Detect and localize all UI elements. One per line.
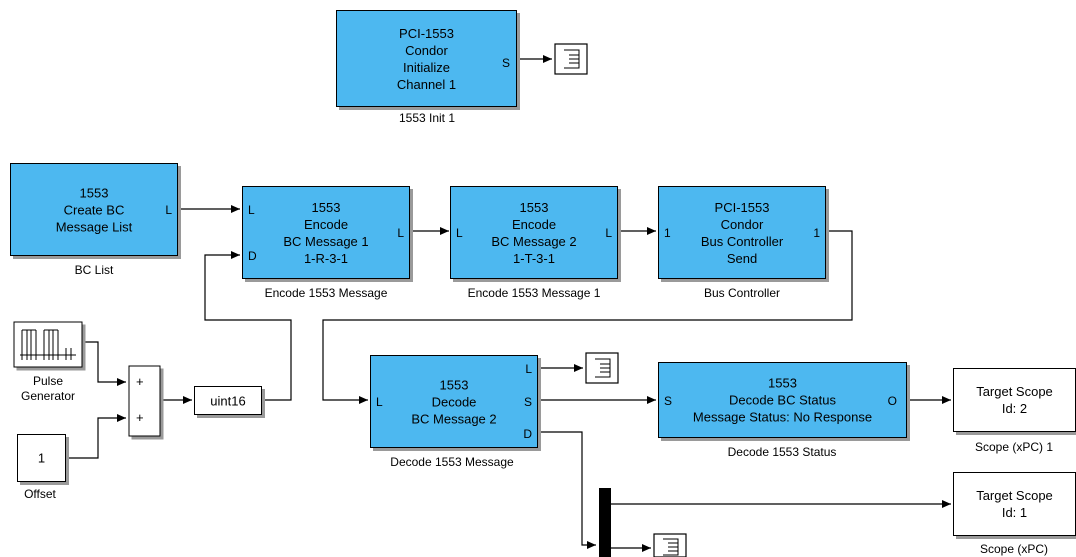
encode2-caption: Encode 1553 Message 1 <box>467 286 601 300</box>
wire-decode-d-to-mux <box>538 431 596 549</box>
wire-pulse-to-sum <box>82 341 126 386</box>
encode-message1-block[interactable]: 1553 Encode BC Message 1 1-R-3-1 L D L <box>242 186 410 279</box>
encode1-port-l-out: L <box>397 226 404 240</box>
decode-port-s: S <box>523 395 532 409</box>
bus-controller-block-text: PCI-1553 Condor Bus Controller Send <box>700 199 784 266</box>
encode-message2-block[interactable]: 1553 Encode BC Message 2 1-T-3-1 L L <box>450 186 618 279</box>
offset-constant-value: 1 <box>37 450 46 466</box>
encode2-block-text: 1553 Encode BC Message 2 1-T-3-1 <box>491 199 577 266</box>
sum-block[interactable] <box>128 365 161 437</box>
init-block-text: PCI-1553 Condor Initialize Channel 1 <box>396 25 457 92</box>
bus-controller-block[interactable]: PCI-1553 Condor Bus Controller Send 1 1 <box>658 186 826 279</box>
decode-status-caption: Decode 1553 Status <box>727 445 837 459</box>
target-scope-2-text: Target Scope Id: 2 <box>976 384 1053 416</box>
terminator-1[interactable] <box>554 43 588 75</box>
wire-offset-to-sum <box>66 414 126 459</box>
decode-port-l-out: L <box>525 362 532 376</box>
init-caption: 1553 Init 1 <box>398 111 456 125</box>
decode-caption: Decode 1553 Message <box>390 455 514 469</box>
target-scope-1-block[interactable]: Target Scope Id: 1 <box>953 472 1076 536</box>
decode-message-block[interactable]: 1553 Decode BC Message 2 L L S D <box>370 355 538 448</box>
decode-status-block-text: 1553 Decode BC Status Message Status: No… <box>692 375 873 425</box>
target-scope-2-block[interactable]: Target Scope Id: 2 <box>953 368 1076 432</box>
pulse-generator-block[interactable] <box>13 321 83 368</box>
pci1553-init-block[interactable]: PCI-1553 Condor Initialize Channel 1 S <box>336 10 517 107</box>
target-scope-1-text: Target Scope Id: 1 <box>976 488 1053 520</box>
offset-constant-block[interactable]: 1 <box>17 434 66 482</box>
target-scope-2-caption: Scope (xPC) 1 <box>974 440 1054 454</box>
pulse-generator-caption-line1: Pulse <box>32 374 64 388</box>
decode-block-text: 1553 Decode BC Message 2 <box>411 377 497 426</box>
bc-list-port-l: L <box>165 203 172 217</box>
decode-status-block[interactable]: 1553 Decode BC Status Message Status: No… <box>658 362 907 438</box>
bc-list-block[interactable]: 1553 Create BC Message List L <box>10 163 178 256</box>
bus-controller-port-in: 1 <box>664 226 671 240</box>
decode-port-l-in: L <box>376 395 383 409</box>
pulse-generator-caption-line2: Generator <box>20 389 76 403</box>
bc-list-block-text: 1553 Create BC Message List <box>55 185 133 234</box>
decode-status-port-o: O <box>887 394 897 408</box>
bus-controller-port-out: 1 <box>813 226 820 240</box>
encode1-block-text: 1553 Encode BC Message 1 1-R-3-1 <box>283 199 369 266</box>
uint16-convert-text: uint16 <box>210 393 246 408</box>
encode1-port-d: D <box>248 249 257 263</box>
uint16-convert-block[interactable]: uint16 <box>194 386 262 415</box>
encode2-port-l-out: L <box>605 226 612 240</box>
encode2-port-l-in: L <box>456 226 463 240</box>
wire-buscontroller-to-decode <box>322 230 853 404</box>
terminator-2[interactable] <box>585 352 619 384</box>
decode-port-d: D <box>523 427 532 441</box>
init-port-s: S <box>501 56 510 70</box>
sum-sign-2: + <box>136 410 144 425</box>
bus-controller-caption: Bus Controller <box>703 286 781 300</box>
wire-uint16-to-encode1 <box>204 251 292 401</box>
sum-sign-1: + <box>136 374 144 389</box>
encode1-caption: Encode 1553 Message <box>264 286 388 300</box>
offset-caption: Offset <box>24 487 56 501</box>
bc-list-caption: BC List <box>74 263 114 277</box>
mux-block[interactable] <box>599 488 611 557</box>
decode-status-port-s: S <box>664 394 673 408</box>
pulse-waveform-icon <box>20 329 76 360</box>
target-scope-1-caption: Scope (xPC) <box>979 542 1049 556</box>
encode1-port-l-in: L <box>248 203 255 217</box>
terminator-3[interactable] <box>653 533 687 557</box>
